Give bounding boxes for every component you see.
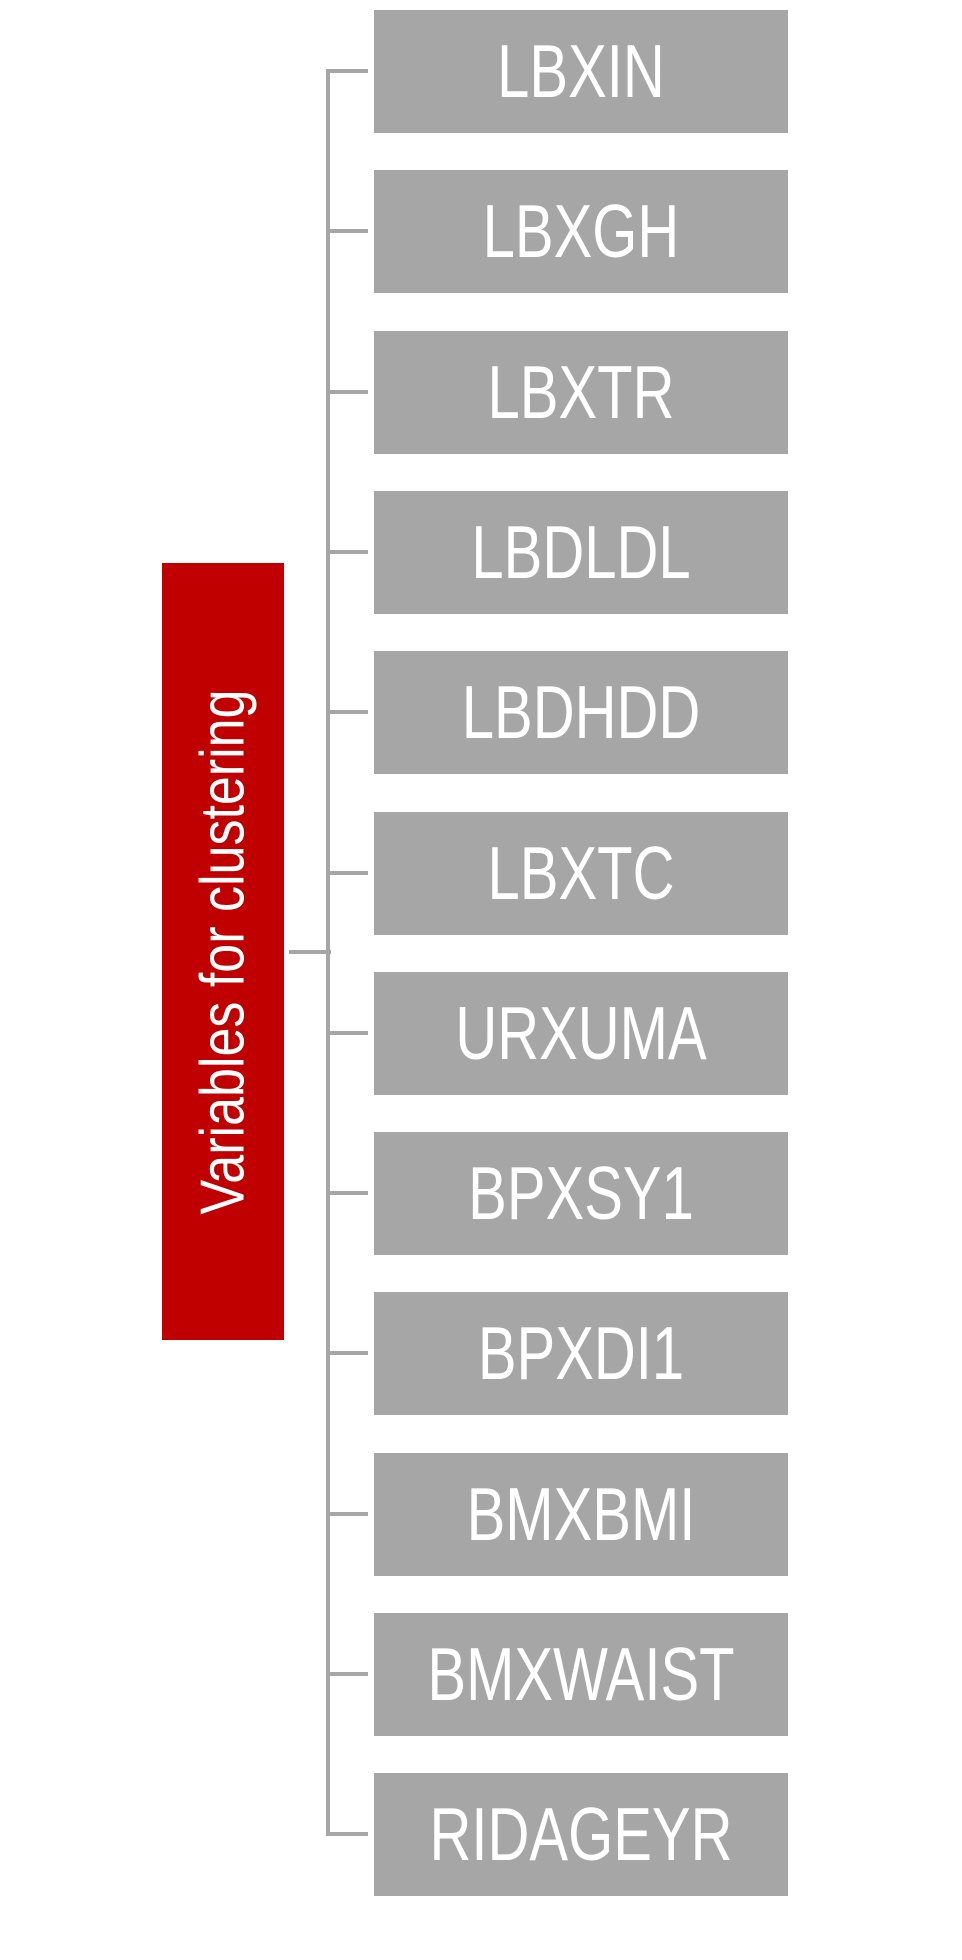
- branch-connector: [326, 1511, 368, 1516]
- variable-node-label: LBXGH: [482, 189, 680, 275]
- variable-node: URXUMA: [374, 971, 788, 1095]
- root-node: Variables for clustering: [162, 563, 284, 1340]
- variable-node-label: URXUMA: [455, 991, 707, 1076]
- variable-node-label: LBDHDD: [461, 670, 701, 755]
- branch-connector: [326, 1832, 368, 1837]
- variable-node-label: BPXSY1: [468, 1151, 694, 1236]
- variable-node-label: LBXTC: [487, 830, 675, 916]
- variable-node: LBXTR: [374, 330, 788, 454]
- variable-node-label: RIDAGEYR: [429, 1792, 733, 1878]
- branch-connector: [326, 1191, 368, 1196]
- variable-node: BMXWAIST: [374, 1613, 788, 1736]
- branch-connector: [326, 1672, 368, 1676]
- variable-node-label: BMXWAIST: [427, 1632, 735, 1717]
- variable-node: RIDAGEYR: [374, 1773, 788, 1897]
- branch-connector: [326, 549, 368, 554]
- variable-node: LBXGH: [374, 170, 788, 294]
- variable-node-label: LBDLDL: [471, 510, 691, 595]
- variable-node: BPXSY1: [374, 1132, 788, 1256]
- branch-connector: [326, 870, 368, 875]
- branch-connector: [326, 1030, 368, 1035]
- variable-node-label: BMXBMI: [466, 1471, 696, 1557]
- root-connector: [289, 950, 331, 954]
- trunk-line: [326, 70, 330, 1834]
- branch-connector: [326, 389, 368, 394]
- variable-node: BPXDI1: [374, 1292, 788, 1416]
- branch-connector: [326, 229, 368, 234]
- variable-node: LBXTC: [374, 811, 788, 935]
- branch-connector: [326, 710, 368, 715]
- variable-node: BMXBMI: [374, 1452, 788, 1576]
- branch-connector: [326, 1351, 368, 1356]
- branch-connector: [326, 69, 368, 73]
- variable-node: LBDLDL: [374, 490, 788, 614]
- variable-node-label: LBXTR: [487, 349, 675, 435]
- variable-node-label: LBXIN: [497, 29, 665, 114]
- variable-node: LBXIN: [374, 10, 788, 133]
- variable-node: LBDHDD: [374, 651, 788, 775]
- root-node-label: Variables for clustering: [188, 688, 258, 1215]
- variable-node-label: BPXDI1: [477, 1311, 685, 1397]
